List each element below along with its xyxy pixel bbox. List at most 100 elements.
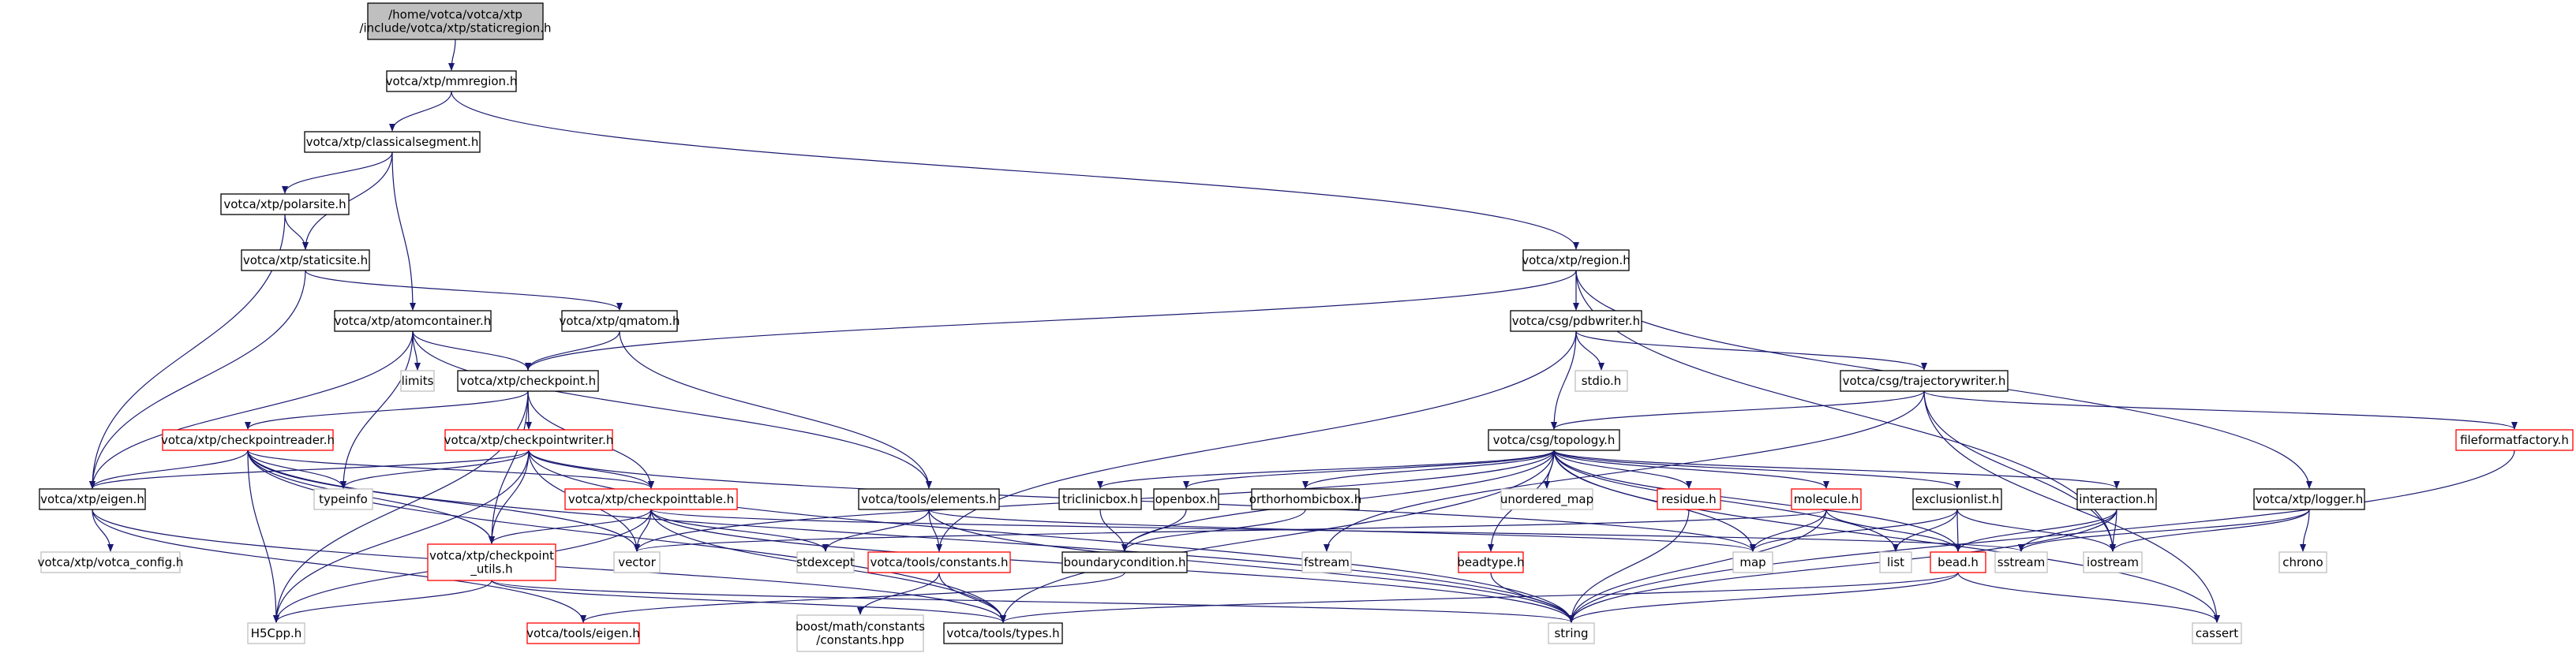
node-label: openbox.h	[1155, 492, 1218, 506]
node-box	[2076, 488, 2157, 510]
node-box	[526, 622, 640, 644]
node-box	[867, 551, 1011, 573]
edge-molecule-to-string	[1568, 509, 1827, 623]
node-logger[interactable]: votca/xtp/logger.h	[2253, 488, 2365, 510]
node-constants[interactable]: votca/tools/constants.h	[867, 551, 1011, 573]
node-box	[39, 488, 146, 510]
node-triclinicbox[interactable]: triclinicbox.h	[1058, 488, 1142, 510]
edge-exclusionlist-to-list	[1893, 509, 1958, 552]
edge-region-to-checkpoint	[525, 270, 1577, 371]
edge-eigen-to-tools_eigen	[92, 509, 586, 623]
node-classicalsegment[interactable]: votca/xtp/classicalsegment.h	[304, 131, 481, 153]
node-orthorhombicbox[interactable]: orthorhombicbox.h	[1249, 488, 1361, 510]
node-label: bead.h	[1938, 555, 1979, 569]
node-box	[444, 429, 613, 451]
edge-topology-to-triclinicbox	[1097, 450, 1555, 489]
node-label: votca/xtp/checkpoint	[429, 549, 554, 563]
edge-atomcontainer-to-elements	[412, 330, 932, 489]
edge-qmatom-to-checkpoint	[525, 330, 620, 371]
node-chrono: chrono	[2278, 551, 2327, 573]
node-label: votca/csg/trajectorywriter.h	[1843, 374, 2006, 388]
node-qmatom[interactable]: votca/xtp/qmatom.h	[559, 310, 680, 332]
node-map: map	[1732, 551, 1773, 573]
node-label: votca/xtp/staticsite.h	[243, 253, 368, 267]
node-label: /include/votca/xtp/staticregion.h	[359, 21, 551, 35]
node-openbox[interactable]: openbox.h	[1153, 488, 1219, 510]
node-pdbwriter[interactable]: votca/csg/pdbwriter.h	[1510, 310, 1642, 332]
edge-checkpointtable-to-stdexcept	[650, 509, 829, 552]
node-label: triclinicbox.h	[1062, 492, 1138, 506]
node-label: votca/xtp/checkpoint.h	[460, 374, 596, 388]
node-box	[313, 488, 373, 510]
edge-checkpointwriter-to-checkpoint_utils	[489, 450, 530, 544]
node-box	[1058, 488, 1142, 510]
node-interaction[interactable]: interaction.h	[2076, 488, 2157, 510]
edge-logger-to-chrono	[2300, 509, 2310, 552]
edge-topology-to-interaction	[1553, 450, 2120, 489]
node-box	[304, 131, 481, 153]
node-atomcontainer[interactable]: votca/xtp/atomcontainer.h	[334, 310, 492, 332]
node-types[interactable]: votca/tools/types.h	[943, 622, 1063, 644]
edge-topology-to-molecule	[1553, 450, 1829, 489]
node-box	[1522, 249, 1630, 271]
node-vector: vector	[613, 551, 661, 573]
node-box	[247, 622, 305, 644]
edge-staticsite-to-qmatom	[305, 270, 623, 311]
node-votca_config: votca/xtp/votca_config.h	[38, 551, 183, 573]
node-trajectorywriter[interactable]: votca/csg/trajectorywriter.h	[1840, 370, 2009, 392]
edge-triclinicbox-to-boundarycondition	[1099, 509, 1128, 552]
node-bead[interactable]: bead.h	[1930, 551, 1986, 573]
node-label: fstream	[1304, 555, 1350, 569]
node-label: votca/xtp/region.h	[1522, 253, 1630, 267]
node-label: votca/xtp/eigen.h	[40, 492, 144, 506]
node-list: list	[1879, 551, 1912, 573]
node-label: sstream	[1998, 555, 2045, 569]
edge-checkpointtable-to-checkpoint_utils	[489, 509, 652, 544]
node-eigen[interactable]: votca/xtp/eigen.h	[39, 488, 146, 510]
node-box	[561, 310, 678, 332]
node-region[interactable]: votca/xtp/region.h	[1522, 249, 1631, 271]
node-mmregion[interactable]: votca/xtp/mmregion.h	[386, 70, 518, 92]
edge-trajectorywriter-to-iostream	[1923, 390, 2116, 552]
node-label: votca/tools/elements.h	[861, 492, 997, 506]
node-exclusionlist[interactable]: exclusionlist.h	[1912, 488, 2002, 510]
node-label: exclusionlist.h	[1915, 492, 1999, 506]
node-fileformatfactory[interactable]: fileformatfactory.h	[2455, 429, 2574, 451]
edge-classicalsegment-to-polarsite	[282, 151, 393, 194]
node-topology[interactable]: votca/csg/topology.h	[1488, 429, 1620, 451]
edge-checkpoint_utils-to-h5cpp	[273, 580, 492, 623]
edge-exclusionlist-to-map	[1750, 509, 1958, 552]
edge-interaction-to-sstream	[2018, 509, 2117, 552]
node-checkpoint_utils[interactable]: votca/xtp/checkpoint_utils.h	[427, 543, 556, 581]
node-elements[interactable]: votca/tools/elements.h	[858, 488, 1000, 510]
node-label: votca/xtp/polarsite.h	[223, 197, 346, 211]
node-residue[interactable]: residue.h	[1657, 488, 1721, 510]
node-checkpointtable[interactable]: votca/xtp/checkpointtable.h	[564, 488, 738, 510]
edge-pdbwriter-to-trajectorywriter	[1575, 330, 1927, 371]
edge-topology-to-openbox	[1183, 450, 1555, 489]
edge-topology-to-orthorhombicbox	[1302, 450, 1555, 489]
edge-checkpointwriter-to-typeinfo	[340, 450, 530, 489]
node-checkpointwriter[interactable]: votca/xtp/checkpointwriter.h	[444, 429, 614, 451]
node-beadtype[interactable]: beadtype.h	[1457, 551, 1525, 573]
node-box	[1510, 310, 1642, 332]
node-label: orthorhombicbox.h	[1249, 492, 1361, 506]
node-root[interactable]: /home/votca/votca/xtp/include/votca/xtp/…	[359, 2, 552, 40]
node-boundarycondition[interactable]: boundarycondition.h	[1061, 551, 1188, 573]
edge-checkpointreader-to-checkpointtable	[247, 450, 654, 489]
edge-mmregion-to-region	[451, 91, 1579, 250]
edge-constants-to-types	[938, 572, 1006, 623]
node-box	[1657, 488, 1721, 510]
node-tools_eigen[interactable]: votca/tools/eigen.h	[526, 622, 640, 644]
node-checkpoint[interactable]: votca/xtp/checkpoint.h	[457, 370, 599, 392]
edge-eigen-to-votca_config	[92, 509, 114, 552]
edge-checkpoint-to-checkpointreader	[245, 390, 529, 430]
node-staticsite[interactable]: votca/xtp/staticsite.h	[241, 249, 370, 271]
node-checkpointreader[interactable]: votca/xtp/checkpointreader.h	[161, 429, 335, 451]
edge-checkpointreader-to-string	[247, 450, 1574, 623]
node-polarsite[interactable]: votca/xtp/polarsite.h	[220, 193, 350, 215]
node-label: votca/csg/pdbwriter.h	[1512, 314, 1640, 328]
node-molecule[interactable]: molecule.h	[1791, 488, 1862, 510]
edge-atomcontainer-to-typeinfo	[340, 330, 414, 489]
